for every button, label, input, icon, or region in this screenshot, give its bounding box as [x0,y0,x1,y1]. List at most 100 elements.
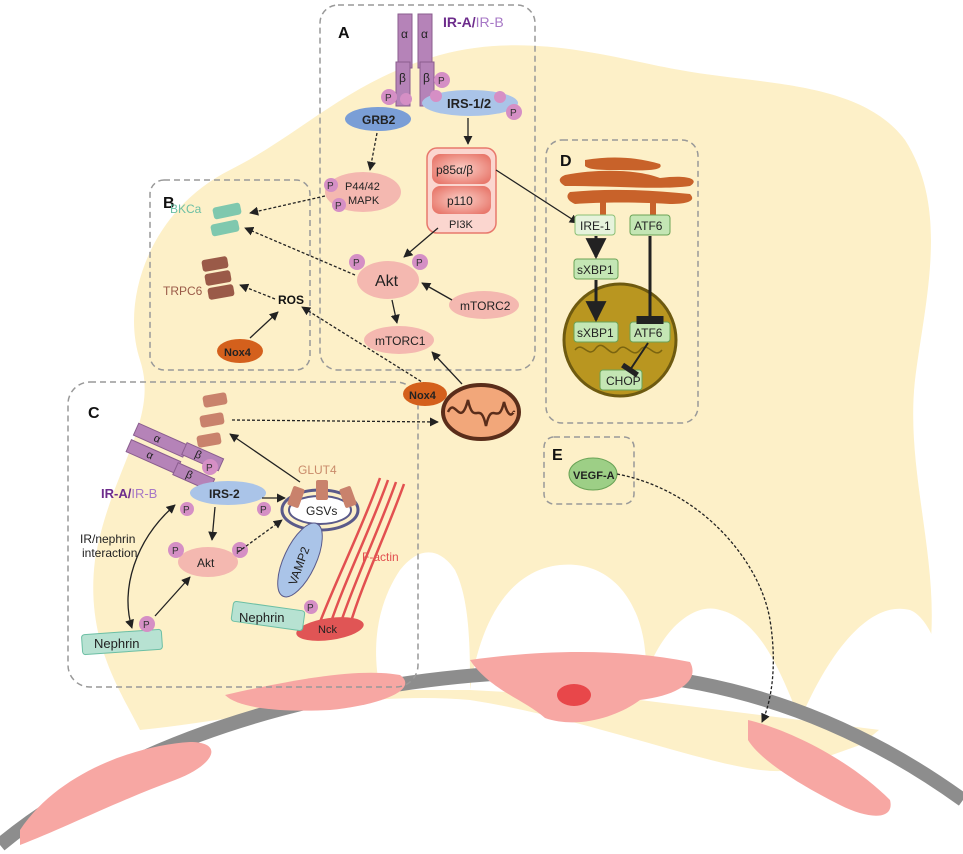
bkca-channel [210,202,242,237]
channel-c-stack [196,392,228,448]
receptor-a-alpha-2: α [421,27,428,41]
arrow-akt-to-mtorc1 [390,299,400,324]
panel-e-label: E [552,447,563,464]
svg-text:P: P [307,603,314,614]
arrow-grb2-to-mapk [367,132,378,171]
svg-text:P: P [172,546,179,557]
mapk-label-2: MAPK [348,195,380,207]
arrow-gsvs-to-channel [229,433,301,483]
panel-c-label: C [88,405,100,422]
f-actin-filaments [318,477,406,626]
arrow-pi3k-to-ire1 [495,169,579,224]
mtorc1-node [364,326,434,354]
irs2-label: IRS-2 [209,487,240,501]
nox4-b-label: Nox4 [224,347,252,359]
panel-d-box [545,139,699,424]
trpc6-label: TRPC6 [163,284,203,298]
chop-label: CHOP [606,374,641,388]
endothelium-left [20,742,212,845]
mitochondrion [441,383,521,441]
svg-text:P: P [183,505,190,516]
panel-a-box [319,4,536,371]
arrow-nox4-to-ros [249,311,279,339]
receptor-a-alpha-1: α [401,27,408,41]
nephrin-left-label: Nephrin [94,636,140,651]
sxbp1-top-label: sXBP1 [577,263,614,277]
svg-text:P: P [438,76,445,87]
panel-a-label: A [338,25,350,42]
interaction-label-1: IR/nephrin [80,532,135,546]
endoplasmic-reticulum [559,157,694,216]
nephrin-left-node [81,628,163,656]
endothelium-right [748,720,891,816]
pi3k-label: PI3K [449,219,474,231]
bkca-label: BKCa [170,202,202,216]
arrow-ros-to-trpc6 [239,283,276,300]
receptor-a-label: IR-A/IR-B [443,14,504,30]
akt-label: Akt [375,273,399,290]
svg-text:β: β [193,448,204,462]
nck-label: Nck [318,624,337,636]
arrow-vegfa-to-endothelium [616,473,774,723]
p110-label: p110 [447,194,473,208]
endothelial-nucleus [557,684,591,706]
arrow-mito-to-ros [301,306,439,393]
nox4-mito-node [403,382,447,406]
panel-b-label: B [163,195,175,212]
ire1-label: IRE-1 [580,219,611,233]
arrow-c-stack-to-mito [231,417,439,427]
akt-c-label: Akt [197,556,215,570]
atf6-nuc-label: ATF6 [634,326,663,340]
vamp2-node [277,522,323,598]
panel-e-box [543,436,635,505]
akt-node [357,261,419,299]
nck-node [296,617,364,641]
irs2-node [190,481,266,505]
svg-text:P: P [260,505,267,516]
glut4-label: GLUT4 [298,463,337,477]
foot-process-gap-4 [800,608,960,740]
ros-label: ROS [278,293,304,307]
trpc6-channel [201,256,235,300]
svg-text:β: β [184,468,195,482]
factin-label: F-actin [362,550,399,564]
panel-d-label: D [560,153,572,170]
svg-text:P: P [510,108,517,119]
gsvs-label: GSVs [306,504,337,518]
arrow-mapk-to-bkca [249,195,326,216]
arrow-mtorc2-to-akt [421,282,453,301]
mapk-label-1: P44/42 [345,181,380,193]
arrow-akt-to-gsvs [237,519,283,553]
nox4-mito-label: Nox4 [409,390,437,402]
panel-b-box [149,179,311,371]
svg-text:P: P [335,201,342,212]
mtorc2-label: mTORC2 [460,299,511,313]
grb2-label: GRB2 [362,113,396,127]
insulin-receptor-a: α α β β [395,13,435,107]
nephrin-right-node [230,600,306,632]
arrow-mito-to-mtorc1 [431,351,463,385]
svg-text:P: P [385,93,392,104]
interaction-label-2: interaction [82,546,137,560]
foot-process-gap-1 [376,552,470,690]
nox4-b-node [217,339,263,363]
receptor-a-beta-1: β [399,71,406,85]
mtorc1-label: mTORC1 [375,334,426,348]
mtorc2-node [449,291,519,319]
svg-text:α: α [152,432,163,446]
vegfa-label: VEGF-A [573,470,615,482]
panel-c-box [67,381,419,688]
grb2-node [345,107,411,131]
irs12-label: IRS-1/2 [447,96,491,111]
phospho-sites-a: P P P [381,72,522,120]
irs12-node [422,90,518,116]
sxbp1-nuc-label: sXBP1 [577,326,614,340]
svg-text:P: P [416,258,423,269]
p85-label: p85α/β [436,163,473,177]
svg-text:P: P [327,181,334,192]
receptor-a-beta-2: β [423,71,430,85]
arrow-ir-nephrin-interaction [125,504,176,629]
nephrin-right-label: Nephrin [239,610,285,625]
